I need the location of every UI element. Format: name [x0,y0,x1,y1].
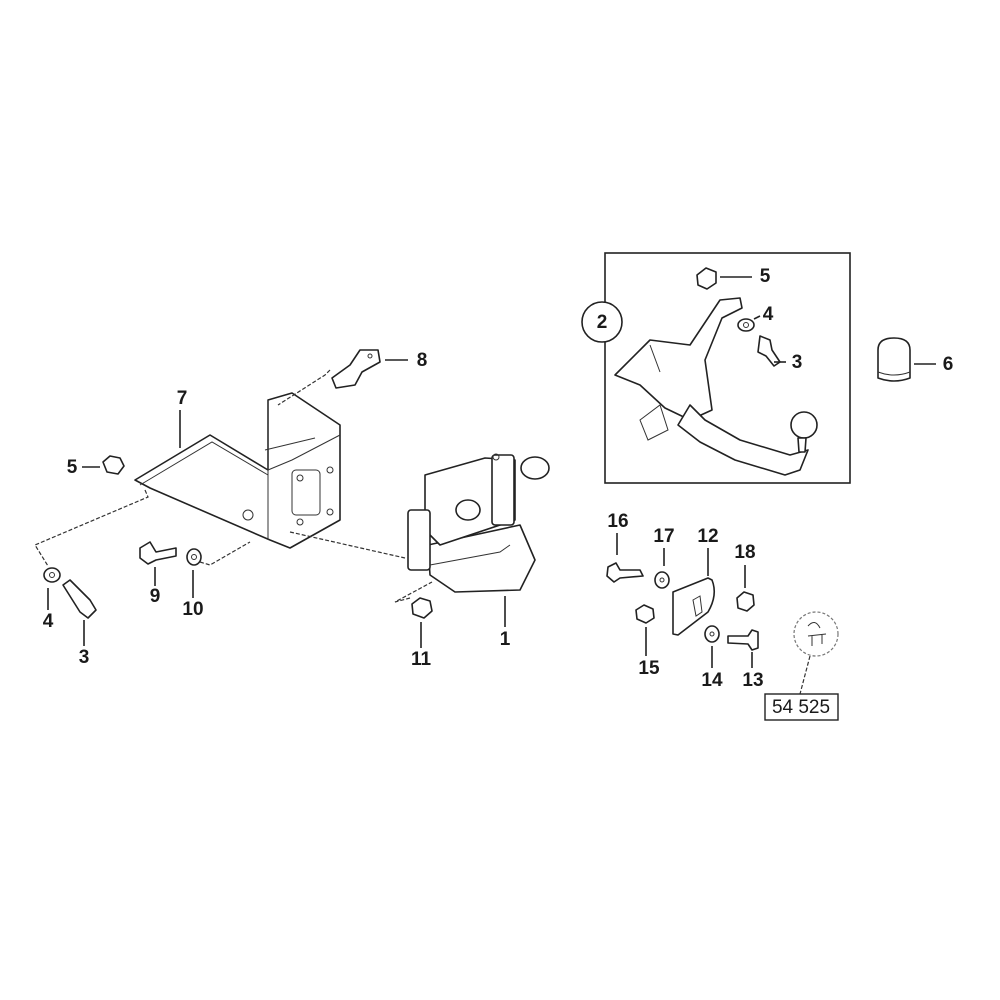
callout-5-kit: 5 [760,266,771,287]
tow-bar-part-2[interactable] [614,297,818,476]
reference-socket-drawing[interactable] [793,611,839,657]
callouts-socket: 16 17 12 18 15 14 13 [607,511,763,691]
callout-12: 12 [697,526,718,547]
callout-14: 14 [701,670,723,691]
reference-number: 54 525 [772,697,830,718]
socket-plate-part-12[interactable] [672,577,716,636]
bolt-part-9[interactable] [139,541,177,565]
callouts-left: 8 7 5 4 3 9 10 11 1 [43,350,511,670]
coupling-head-part-1[interactable] [407,453,550,593]
callout-11: 11 [411,649,432,670]
callout-6: 6 [943,354,954,375]
bolt-part-3-kit[interactable] [757,335,781,367]
washer-part-4-left[interactable] [43,567,61,583]
nut-part-15[interactable] [635,604,655,624]
washer-part-14[interactable] [704,625,720,643]
screw-part-16[interactable] [606,562,644,583]
ball-cap-part-6[interactable] [877,337,911,382]
nut-part-11[interactable] [411,597,433,619]
nut-part-18[interactable] [736,591,755,612]
callout-4-kit: 4 [763,304,774,325]
callout-7: 7 [177,388,188,409]
mounting-bracket-part-7[interactable] [134,392,341,549]
callout-15: 15 [638,658,660,679]
nut-part-5-left[interactable] [102,455,125,475]
screw-part-13[interactable] [727,629,759,651]
callout-18: 18 [734,542,755,563]
nut-part-5-kit[interactable] [696,267,717,290]
callout-13: 13 [742,670,763,691]
tow-bar-kit-frame [604,252,851,484]
reference-number-box [764,693,839,721]
callout-4-left: 4 [43,611,54,632]
callout-2: 2 [597,312,608,333]
bolt-part-3-left[interactable] [62,579,97,619]
callout-10: 10 [182,599,203,620]
callout-9: 9 [150,586,161,607]
clip-part-8[interactable] [331,349,381,389]
callout-8: 8 [417,350,428,371]
callout-1: 1 [500,629,511,650]
kit-callout-circle [581,301,623,343]
washer-part-10[interactable] [186,548,202,566]
callout-16: 16 [607,511,628,532]
washer-part-4-kit[interactable] [737,318,755,332]
callout-3-kit: 3 [792,352,803,373]
washer-part-17[interactable] [654,571,670,589]
callout-5-left: 5 [67,457,78,478]
callout-17: 17 [653,526,674,547]
callout-3-left: 3 [79,647,90,668]
